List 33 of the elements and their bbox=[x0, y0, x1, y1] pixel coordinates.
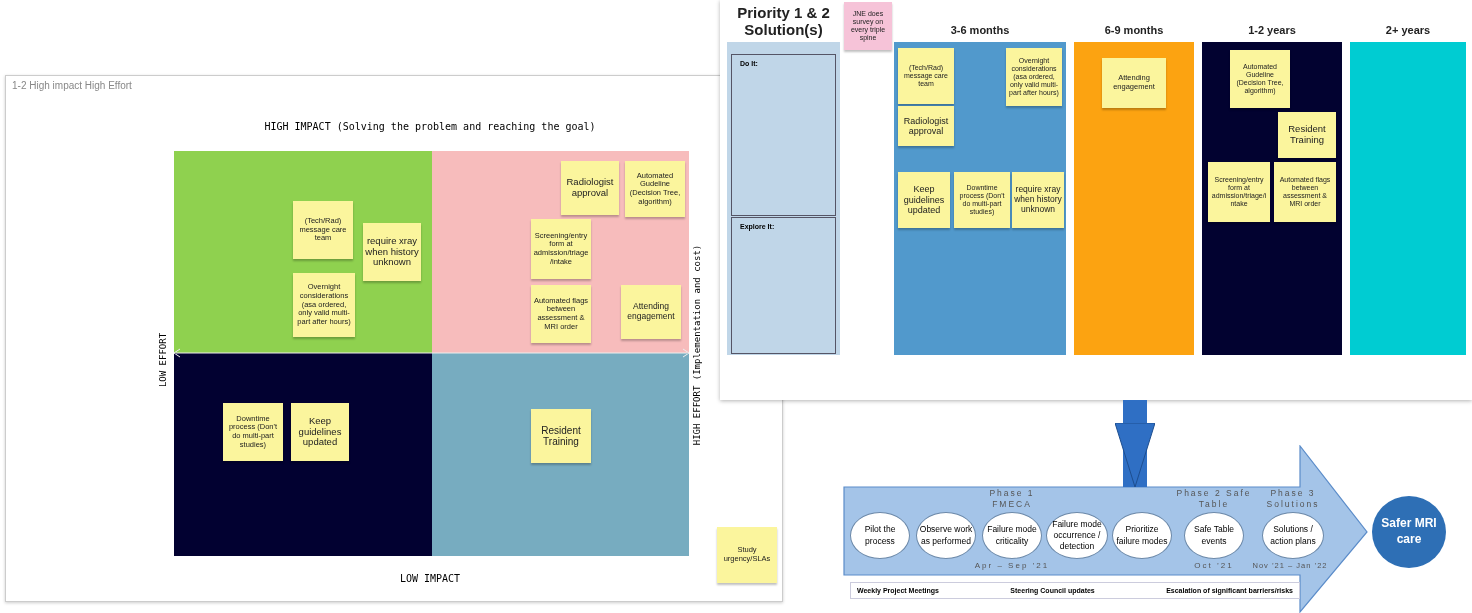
sticky-note: Radiologist approval bbox=[561, 161, 619, 215]
phase-label: Oct ’21 bbox=[1193, 560, 1235, 572]
column-heading: 3-6 months bbox=[949, 22, 1011, 38]
column-heading: 6-9 months bbox=[1103, 22, 1165, 38]
sticky-note: Keep guidelines updated bbox=[898, 172, 950, 228]
quadrant bbox=[174, 151, 432, 353]
axis-label: HIGH EFFORT (Implementation and cost) bbox=[692, 244, 702, 446]
sticky-note: Resident Training bbox=[531, 409, 591, 463]
quadrant bbox=[174, 353, 432, 556]
sticky-note: Attending engagement bbox=[621, 285, 681, 339]
notes-strip bbox=[850, 582, 1300, 599]
board-panel bbox=[5, 75, 783, 602]
quadrant bbox=[432, 353, 689, 556]
sticky-note: require xray when history unknown bbox=[363, 223, 421, 281]
phase-label: Apr – Sep ’21 bbox=[974, 560, 1050, 572]
column-heading: Priority 1 & 2 Solution(s) bbox=[736, 2, 831, 40]
phase-label: Phase 3 Solutions bbox=[1265, 487, 1321, 511]
sticky-note: Resident Training bbox=[1278, 112, 1336, 158]
column-heading: 1-2 years bbox=[1247, 22, 1297, 38]
axis-label: HIGH IMPACT (Solving the problem and reaching the goal) bbox=[264, 120, 596, 132]
board-title: 1-2 High impact High Effort bbox=[12, 80, 132, 91]
axis-label: LOW EFFORT bbox=[158, 332, 168, 388]
axis-label: LOW IMPACT bbox=[399, 572, 461, 584]
arrow bbox=[1114, 400, 1156, 488]
column-heading: 2+ years bbox=[1384, 22, 1432, 38]
phase-label: Phase 2 Safe Table bbox=[1176, 487, 1252, 511]
sticky-note: require xray when history unknown bbox=[1012, 172, 1064, 228]
board-panel bbox=[720, 0, 1472, 400]
sticky-note: Keep guidelines updated bbox=[291, 403, 349, 461]
sticky-note: Radiologist approval bbox=[898, 106, 954, 146]
phase-label: Phase 1 FMECA bbox=[988, 487, 1036, 511]
goal-circle: Safer MRI care bbox=[1372, 496, 1446, 568]
quadrant bbox=[432, 151, 689, 353]
